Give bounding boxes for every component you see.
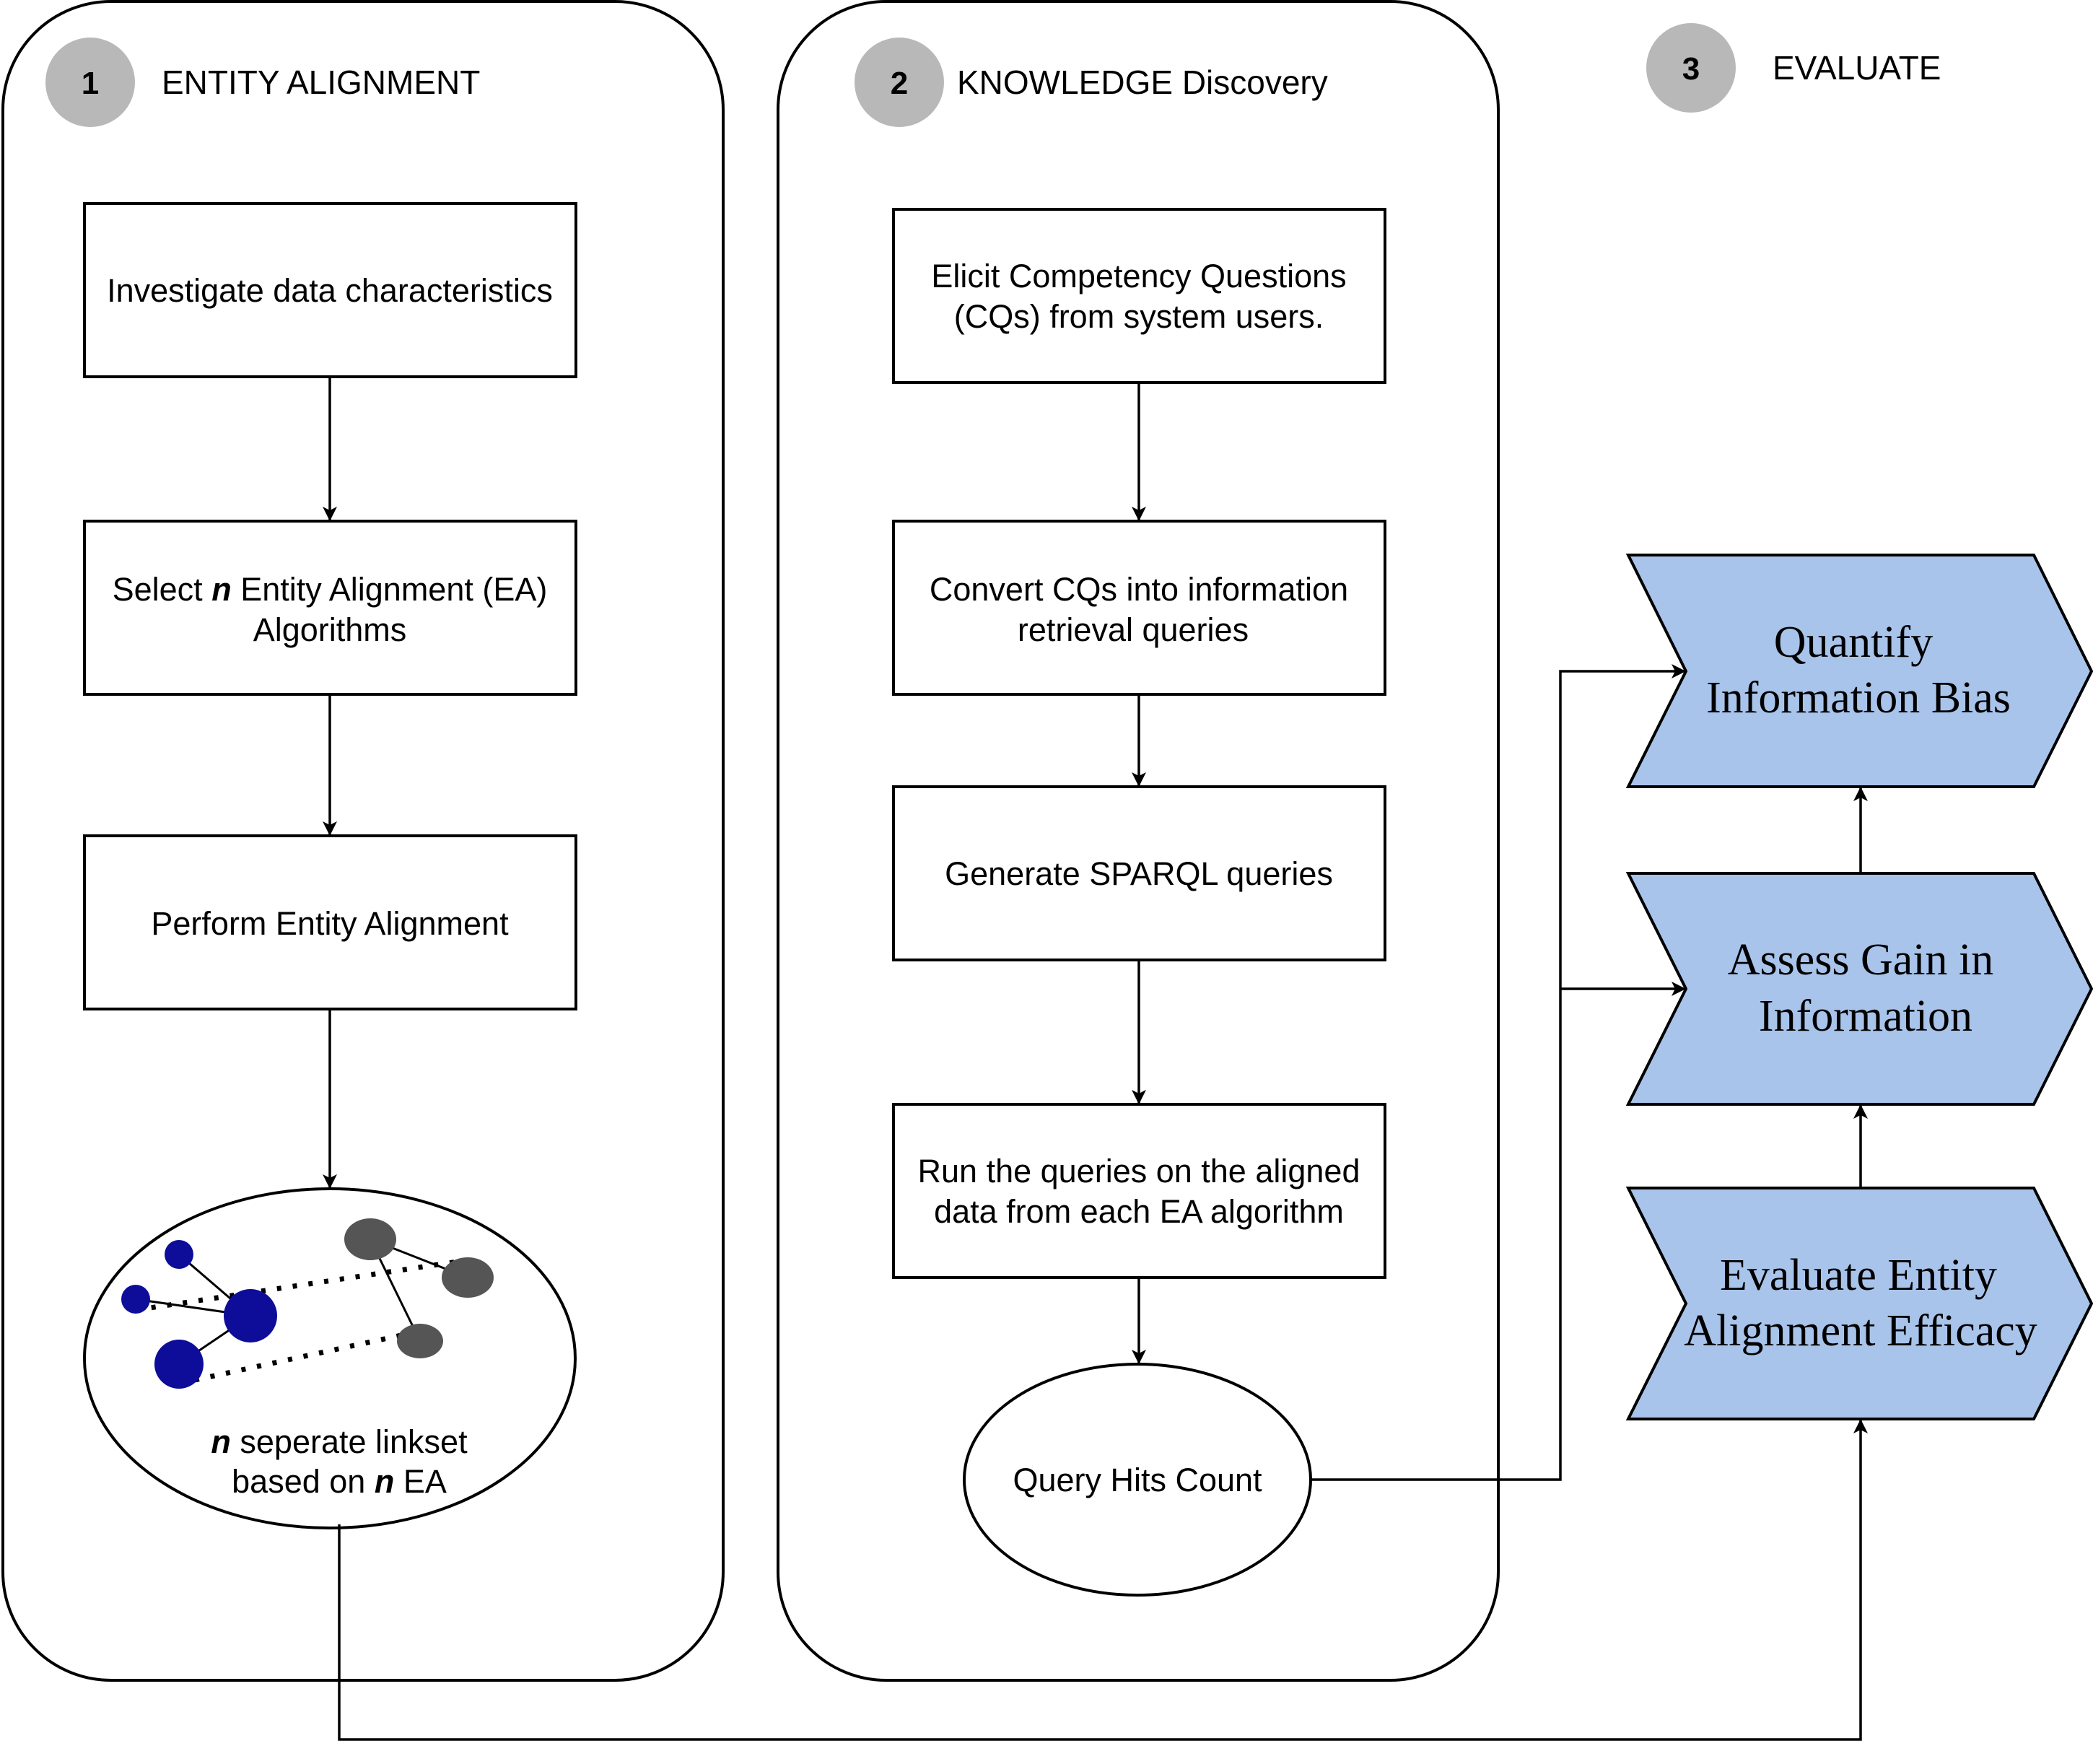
linkset-label-line2: based on n EA <box>232 1463 447 1500</box>
select-label-pre: Select <box>113 571 212 608</box>
quantify-bias-label-line2: Information Bias <box>1706 673 2011 722</box>
assess-gain-chevron <box>1625 872 2093 1106</box>
select-label-n: n <box>211 571 232 608</box>
run-queries-box <box>892 1103 1386 1279</box>
convert-cqs-box <box>892 520 1386 696</box>
step-number-2: 2 <box>891 66 908 101</box>
section-title-1: ENTITY ALIGNMENT <box>162 64 480 101</box>
select-label-post: Entity Alignment (EA) <box>232 571 548 608</box>
linkset-label-post: EA <box>394 1463 447 1500</box>
assess-gain-label: Assess Gain in <box>1728 935 1994 984</box>
graph-node-gray <box>397 1324 443 1358</box>
step-circle-2 <box>855 38 944 127</box>
section-title-3: EVALUATE <box>1773 49 1941 87</box>
convert-cqs-label-line2: retrieval queries <box>1018 611 1249 648</box>
convert-cqs-label: Convert CQs into information <box>930 571 1348 608</box>
linkset-label-n2: n <box>375 1463 395 1500</box>
elicit-cqs-box <box>892 208 1386 384</box>
graph-node-gray <box>344 1218 396 1260</box>
generate-sparql-label: Generate SPARQL queries <box>945 855 1333 892</box>
step-number-3: 3 <box>1682 51 1700 87</box>
quantify-bias-chevron <box>1625 554 2093 788</box>
perform-alignment-box <box>83 834 577 1010</box>
select-algorithms-box <box>83 520 577 696</box>
investigate-label: Investigate data characteristics <box>107 272 553 309</box>
select-algorithms-label-line2: Algorithms <box>253 611 407 648</box>
panel-entity-alignment <box>1 0 725 1682</box>
graph-node-blue <box>224 1289 277 1342</box>
linkset-label-line1: seperate linkset <box>231 1423 468 1460</box>
select-algorithms-label: Select n Entity Alignment (EA) <box>113 571 548 608</box>
run-queries-label: Run the queries on the aligned <box>918 1153 1360 1189</box>
section-header-3: 3 EVALUATE <box>1646 23 1941 113</box>
elicit-cqs-label-line2: (CQs) from system users. <box>954 298 1324 335</box>
step-number-1: 1 <box>82 66 99 101</box>
connectors <box>323 377 1868 1741</box>
step-circle-3 <box>1646 23 1736 113</box>
section-header-2: 2 KNOWLEDGE Discovery <box>855 38 1328 127</box>
arrow-hits-to-bias-and-gain <box>1311 664 1686 1481</box>
investigate-box <box>83 202 577 378</box>
perform-alignment-label: Perform Entity Alignment <box>151 905 509 942</box>
graph-node-blue <box>165 1240 193 1269</box>
evaluate-efficacy-chevron <box>1625 1187 2093 1420</box>
assess-gain-label-line2: Information <box>1759 992 1972 1041</box>
arrow-linkset-to-efficacy <box>338 1419 1868 1741</box>
run-queries-label-line2: data from each EA algorithm <box>934 1193 1344 1230</box>
section-header-1: 1 ENTITY ALIGNMENT <box>45 38 480 127</box>
evaluate-efficacy-label-line2: Alignment Efficacy <box>1684 1306 2037 1355</box>
panel-knowledge-discovery <box>777 0 1500 1682</box>
graph-node-blue <box>154 1340 204 1389</box>
step-circle-1 <box>45 38 135 127</box>
generate-sparql-box <box>892 785 1386 961</box>
graph-node-gray <box>442 1257 494 1298</box>
linkset-graph-icon <box>121 1218 494 1389</box>
linkset-label: n seperate linkset <box>211 1423 468 1460</box>
query-hits-label: Query Hits Count <box>1013 1462 1262 1498</box>
section-title-2: KNOWLEDGE Discovery <box>957 64 1328 101</box>
evaluate-efficacy-label: Evaluate Entity <box>1720 1251 1997 1300</box>
linkset-label-pre: based on <box>232 1463 375 1500</box>
linkset-label-n: n <box>211 1423 231 1460</box>
graph-node-blue <box>121 1285 150 1314</box>
quantify-bias-label: Quantify <box>1774 618 1933 667</box>
elicit-cqs-label: Elicit Competency Questions <box>931 258 1346 294</box>
